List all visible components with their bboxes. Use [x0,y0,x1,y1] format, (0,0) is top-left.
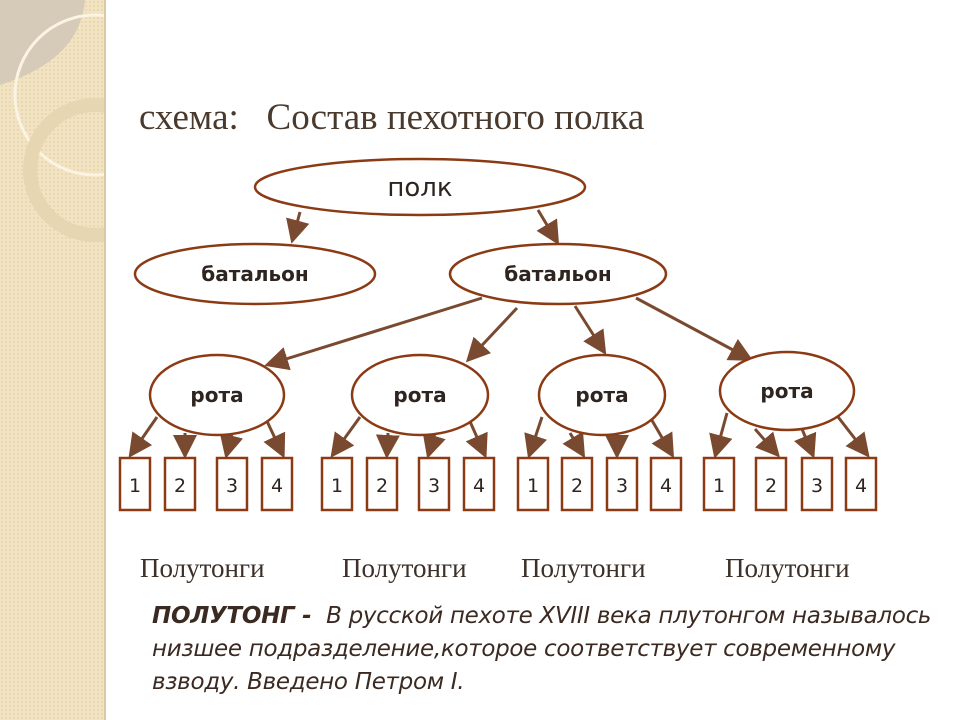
regiment-node-shape [253,157,587,217]
battalion-node-shape [448,242,668,306]
platoon-box: 4 [462,456,496,512]
arrow [465,306,519,363]
arrow [833,412,870,458]
group-label: Полутонги [140,553,265,583]
regiment-node-label: полк [387,173,452,203]
battalion-node: батальон [133,242,377,306]
platoon-number: 4 [271,475,283,497]
platoon-number: 3 [616,475,628,497]
platoon-number: 2 [571,475,583,497]
platoon-number: 3 [811,475,823,497]
arrow [536,209,560,246]
platoon-box: 2 [560,456,594,512]
platoon-box: 1 [118,456,152,512]
arrow [524,416,548,459]
platoon-box: 3 [800,456,834,512]
arrow [635,296,754,361]
arrow [264,296,483,371]
platoon-box: 2 [365,456,399,512]
definition-text: ПОЛУТОНГ - В русской пехоте XVIII века п… [152,600,952,699]
definition-body: В русской пехоте XVIII века плутонгом на… [152,603,932,695]
company-node: рота [350,353,490,437]
company-node-shape [350,353,490,437]
slide-title: схема: Состав пехотного полка [139,97,645,138]
battalion-node-label: батальон [201,262,308,286]
definition-term: ПОЛУТОНГ [152,603,295,629]
platoon-number: 1 [331,475,343,497]
platoon-number: 3 [226,475,238,497]
company-node-label: рота [575,383,628,407]
platoon-number: 1 [527,475,539,497]
company-node: рота [718,350,856,432]
company-node-shape [148,353,286,437]
arrow [753,428,780,458]
arrow [422,432,446,459]
arrow [573,305,607,356]
platoon-box: 2 [754,456,788,512]
company-node: рота [148,353,286,437]
arrow [286,211,310,244]
platoon-box: 4 [260,456,294,512]
group-label: Полутонги [521,553,646,583]
regiment-node: полк [253,157,587,217]
platoon-box: 4 [649,456,683,512]
platoon-box: 4 [844,456,878,512]
definition-dash: - [294,603,320,629]
platoon-box: 1 [320,456,354,512]
platoon-number: 2 [174,475,186,497]
company-node-label: рота [760,379,813,403]
platoon-number: 2 [376,475,388,497]
arrow [219,432,244,459]
platoon-box: 1 [702,456,736,512]
arrow [648,416,675,459]
regiment-structure-diagram: 1 2 3 4 1 2 3 4 1 2 3 4 1 2 3 4 полк батальон батальон рота… [118,157,878,512]
company-node-shape [537,353,667,437]
group-label: Полутонги [725,553,850,583]
platoon-number: 3 [428,475,440,497]
platoon-number: 1 [129,475,141,497]
decorative-side-panel [0,0,177,720]
arrow [263,416,286,459]
platoon-number: 4 [660,475,672,497]
arrow [128,416,159,458]
arrow [375,432,400,459]
platoon-number: 2 [765,475,777,497]
platoon-box: 3 [417,456,451,512]
company-node: рота [537,353,667,437]
battalion-node-shape [133,242,377,306]
company-node-label: рота [393,383,446,407]
platoon-number: 4 [855,475,867,497]
company-node-shape [718,350,856,432]
arrow [709,412,733,459]
platoon-box: 1 [516,456,550,512]
battalion-node: батальон [448,242,668,306]
battalion-node-label: батальон [504,262,611,286]
platoon-number: 1 [713,475,725,497]
platoon-box: 3 [605,456,639,512]
arrow [794,428,817,459]
group-label: Полутонги [342,553,467,583]
platoon-box: 3 [215,456,249,512]
platoon-box: 2 [163,456,197,512]
platoon-number: 4 [473,475,485,497]
arrow [330,416,362,458]
company-node-label: рота [190,383,243,407]
arrow [562,431,586,459]
